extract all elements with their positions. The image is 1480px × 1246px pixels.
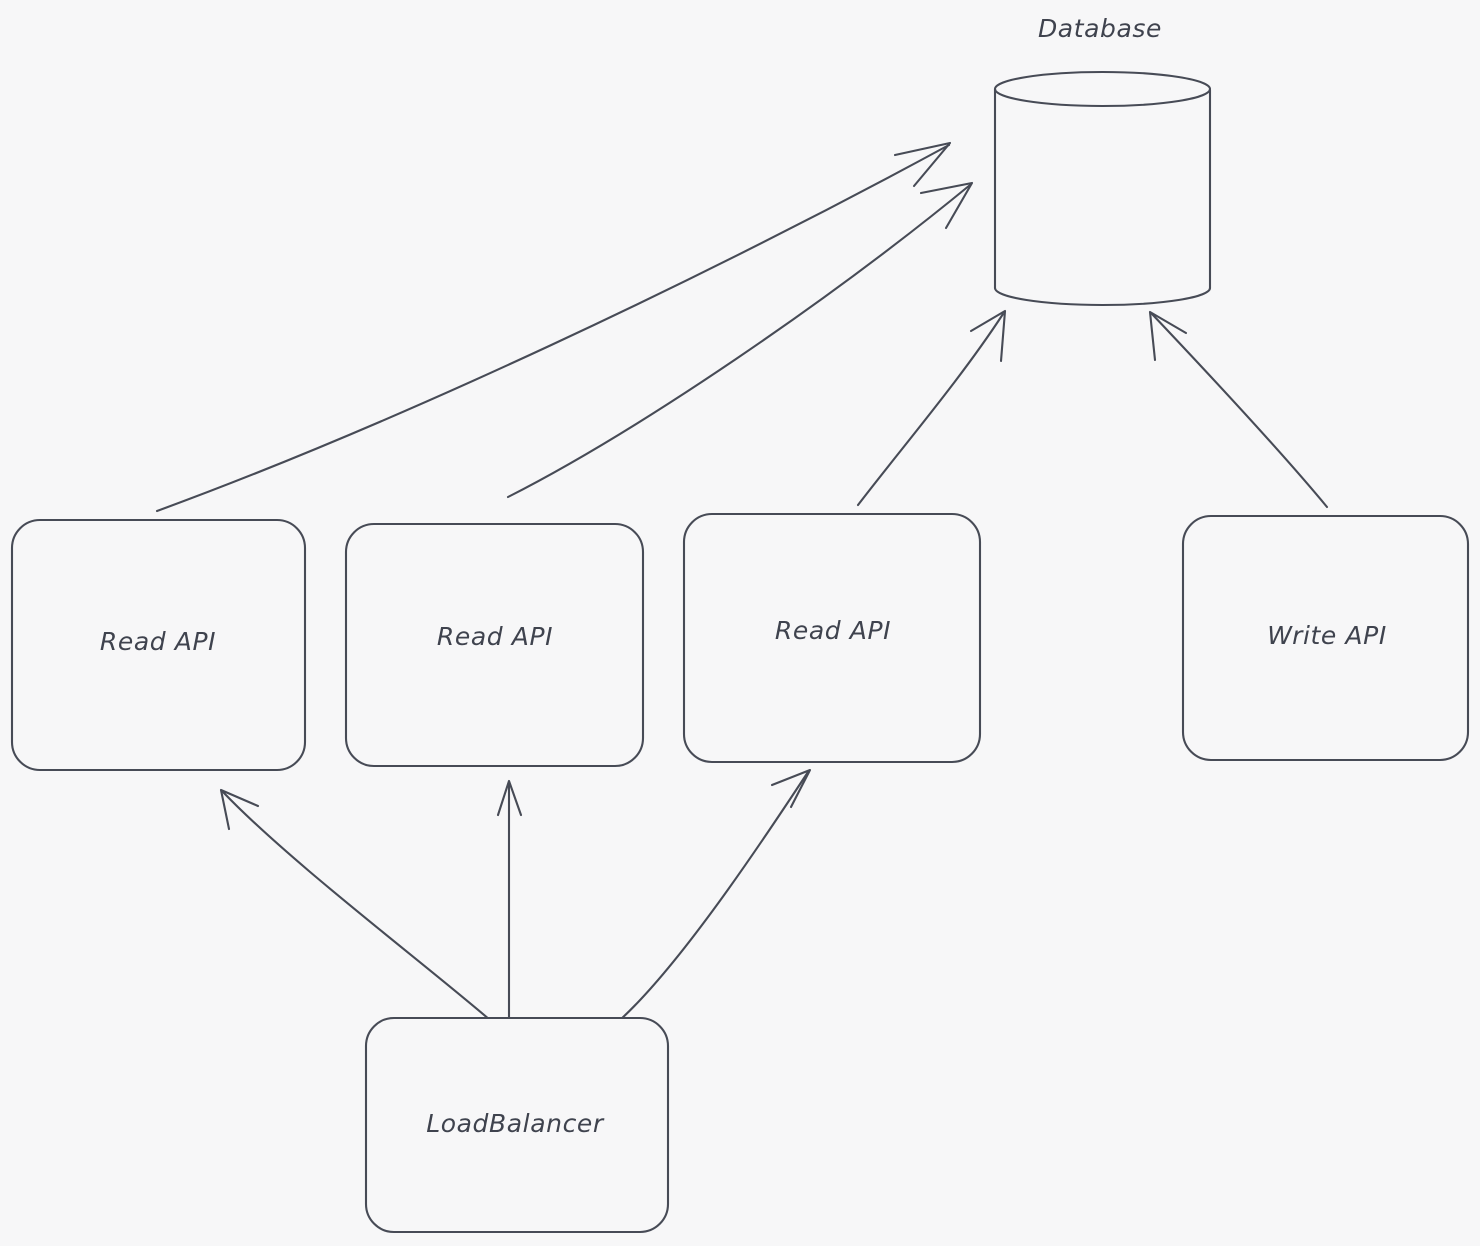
read-api-1-label: Read API (100, 627, 216, 656)
write-api-box[interactable] (1181, 514, 1470, 762)
edge-load-balancer-to-read-api-2 (496, 779, 523, 1022)
edge-write-api-to-database (1148, 310, 1329, 509)
load-balancer-box[interactable] (364, 1016, 670, 1234)
database-label: Database (1038, 14, 1162, 43)
node-read-api-3[interactable]: Read API (682, 512, 982, 764)
node-load-balancer[interactable]: LoadBalancer (364, 1016, 670, 1234)
edge-load-balancer-to-read-api-3 (618, 768, 812, 1022)
node-database[interactable]: Database (993, 14, 1212, 307)
edge-read-api-3-to-database (856, 309, 1007, 507)
node-write-api[interactable]: Write API (1181, 514, 1470, 762)
edge-read-api-2-to-database (506, 181, 974, 499)
database-cylinder-body (995, 72, 1210, 305)
read-api-3-label: Read API (775, 616, 891, 645)
write-api-label: Write API (1267, 621, 1387, 650)
edge-read-api-1-to-database (155, 141, 952, 513)
node-read-api-1[interactable]: Read API (10, 518, 307, 772)
read-api-2-label: Read API (437, 622, 553, 651)
database-bottom-arc (993, 286, 1212, 307)
node-read-api-2[interactable]: Read API (344, 522, 645, 768)
read-api-3-box[interactable] (682, 512, 982, 764)
edge-load-balancer-to-read-api-1 (219, 788, 492, 1022)
read-api-2-box[interactable] (344, 522, 645, 768)
load-balancer-label: LoadBalancer (426, 1109, 605, 1138)
read-api-1-box[interactable] (10, 518, 307, 772)
database-top-ellipse (993, 70, 1212, 108)
